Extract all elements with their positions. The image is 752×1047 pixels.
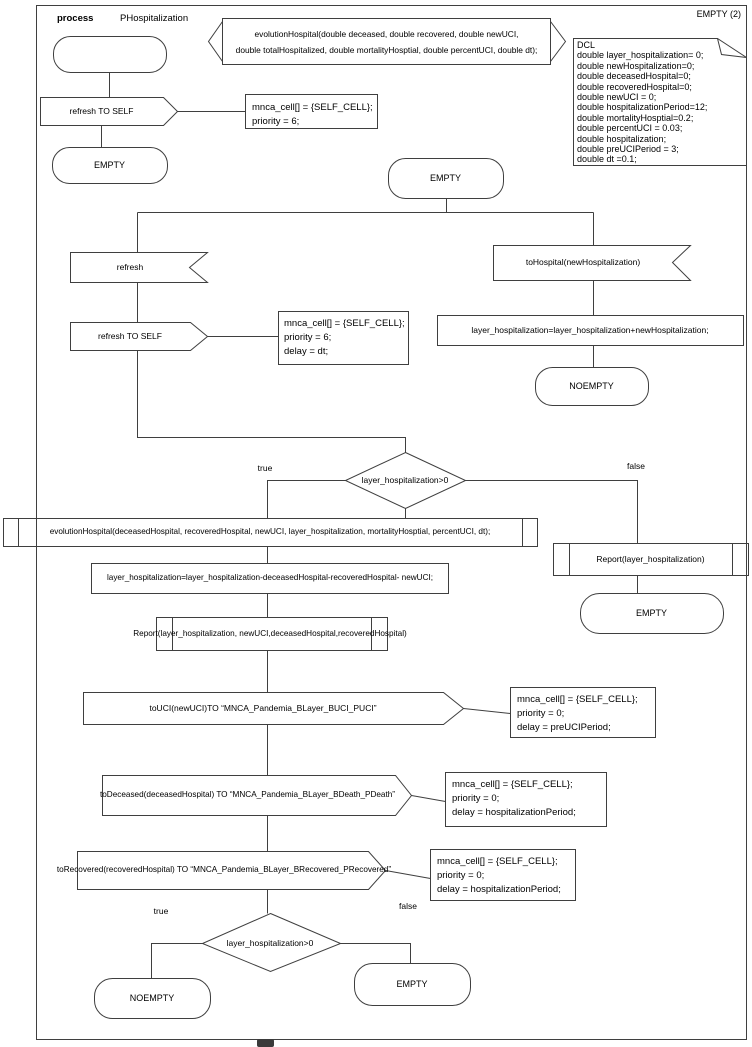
process-keyword-label: process (57, 13, 94, 24)
comment-2-box (278, 311, 409, 365)
call-report-2-label: Report(layer_hospitalization) (596, 553, 705, 564)
procedure-declaration-right-cap (550, 21, 567, 62)
task-subtract-shape (91, 563, 449, 594)
decision-2-false-label: false (399, 900, 417, 911)
send-touci-shape (83, 692, 465, 725)
state-noempty-end-shape (94, 978, 211, 1019)
initial-state-label: EMPTY (2) (696, 9, 741, 19)
state-empty-left-shape (52, 147, 168, 184)
call-report-1-shape (156, 617, 388, 651)
task-add-shape (437, 315, 744, 346)
connector-decision2-false (340, 943, 411, 964)
send-refresh-self-1-label: refresh TO SELF (69, 105, 134, 116)
connector-torecovered-comment (385, 870, 431, 879)
decision-2-true-label: true (153, 905, 169, 916)
state-noempty-label: NOEMPTY (569, 380, 614, 391)
task-subtract-label: layer_hospitalization=layer_hospitalizat… (106, 573, 434, 583)
comment-5-text: mnca_cell[] = {SELF_CELL}; priority = 0;… (437, 856, 561, 895)
decision-1-false-label: false (627, 460, 645, 471)
state-empty-mid-shape (388, 158, 504, 199)
decision-2-shape (201, 912, 342, 973)
procedure-declaration-text: evolutionHospital(double deceased, doubl… (235, 28, 538, 55)
send-todeceased-shape (102, 775, 413, 816)
decision-1-label: layer_hospitalization>0 (361, 474, 449, 485)
call-report-2-bars (569, 543, 733, 576)
comment-1-text: mnca_cell[] = {SELF_CELL}; priority = 6; (252, 102, 373, 127)
send-refresh-self-2-shape (70, 322, 209, 351)
receive-refresh-label: refresh (116, 261, 144, 272)
call-evolution-shape (3, 518, 538, 547)
state-empty-mid-label: EMPTY (429, 172, 461, 183)
receive-refresh-shape (70, 252, 209, 283)
send-torecovered-label: toRecovered(recoveredHospital) TO “MNCA_… (56, 865, 392, 875)
process-frame (36, 5, 747, 1040)
comment-connectors (385, 708, 511, 879)
receive-tohospital-label: toHospital(newHospitalization) (525, 257, 641, 268)
call-report-1-bars (172, 617, 372, 651)
comment-4-text: mnca_cell[] = {SELF_CELL}; priority = 0;… (452, 779, 576, 818)
comment-2-text: mnca_cell[] = {SELF_CELL}; priority = 6;… (284, 318, 405, 357)
state-empty-right-label: EMPTY (635, 607, 667, 618)
dcl-text: DCL double layer_hospitalization= 0; dou… (577, 40, 708, 165)
comment-4-box (445, 772, 607, 827)
procedure-declaration-left-cap (207, 21, 223, 62)
call-evolution-bars (18, 518, 523, 547)
state-empty-end-shape (354, 963, 471, 1006)
send-refresh-self-1-shape (40, 97, 179, 126)
decision-2-label: layer_hospitalization>0 (226, 937, 314, 948)
send-torecovered-shape (77, 851, 387, 890)
state-empty-left-label: EMPTY (93, 159, 125, 170)
task-add-label: layer_hospitalization=layer_hospitalizat… (471, 324, 709, 335)
state-empty-end-label: EMPTY (396, 978, 428, 989)
call-evolution-label: evolutionHospital(deceasedHospital, reco… (49, 527, 491, 537)
connector-send2-to-decision (137, 350, 406, 453)
call-report-2-shape (553, 543, 749, 576)
page-edge-artifact (257, 1039, 274, 1047)
shapes (3, 18, 749, 1019)
state-noempty-shape (535, 367, 649, 406)
connector-decision1-true (267, 480, 346, 519)
connector-touci-comment (463, 708, 511, 714)
receive-tohospital-shape (493, 245, 692, 281)
send-todeceased-label: toDeceased(deceasedHospital) TO “MNCA_Pa… (99, 790, 396, 800)
connector-decision1-false (465, 480, 638, 544)
start-state-shape (53, 36, 167, 73)
comment-3-box (510, 687, 656, 738)
connectors (101, 72, 638, 979)
call-report-1-label: Report(layer_hospitalization, newUCI,dec… (133, 628, 407, 638)
state-empty-right-shape (580, 593, 724, 634)
connector-todeceased-comment (411, 795, 446, 802)
process-name-label: PHospitalization (120, 13, 189, 24)
send-refresh-self-2-label: refresh TO SELF (98, 330, 162, 341)
procedure-declaration-shape (222, 18, 551, 65)
decision-1-true-label: true (257, 462, 273, 473)
decision-1-shape (344, 451, 467, 510)
comment-1-box (245, 94, 378, 129)
send-touci-label: toUCI(newUCI)TO “MNCA_Pandemia_BLayer_BU… (149, 702, 377, 713)
comment-3-text: mnca_cell[] = {SELF_CELL}; priority = 0;… (517, 694, 638, 733)
comment-5-box (430, 849, 576, 901)
connector-decision2-true (151, 943, 203, 979)
state-noempty-end-label: NOEMPTY (129, 992, 175, 1003)
dcl-text-box-fold (717, 38, 747, 58)
